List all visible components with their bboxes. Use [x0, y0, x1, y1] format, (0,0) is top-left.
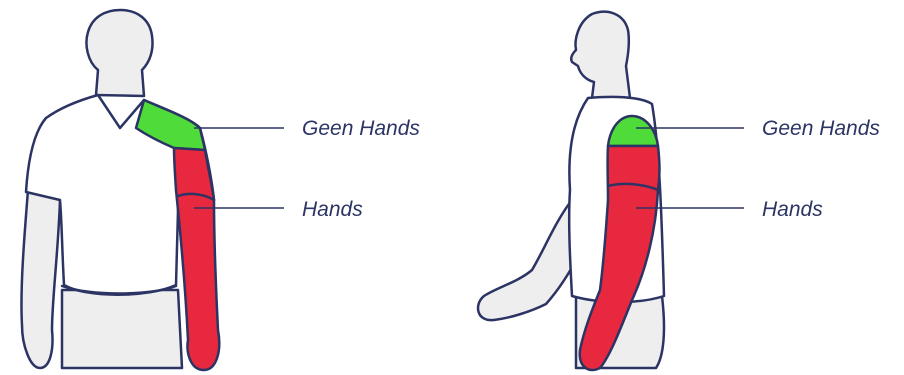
front-head [86, 10, 152, 96]
side-view-figure: Geen Hands Hands [460, 0, 904, 375]
front-label-upper: Geen Hands [302, 118, 420, 139]
front-pants [62, 290, 182, 368]
front-view-figure: Geen Hands Hands [0, 0, 460, 375]
front-label-lower: Hands [302, 199, 363, 220]
front-body-illustration [0, 0, 460, 375]
side-label-lower: Hands [762, 199, 823, 220]
side-head [571, 12, 630, 98]
side-body-illustration [460, 0, 904, 375]
front-left-arm [21, 190, 60, 368]
side-label-upper: Geen Hands [762, 118, 880, 139]
